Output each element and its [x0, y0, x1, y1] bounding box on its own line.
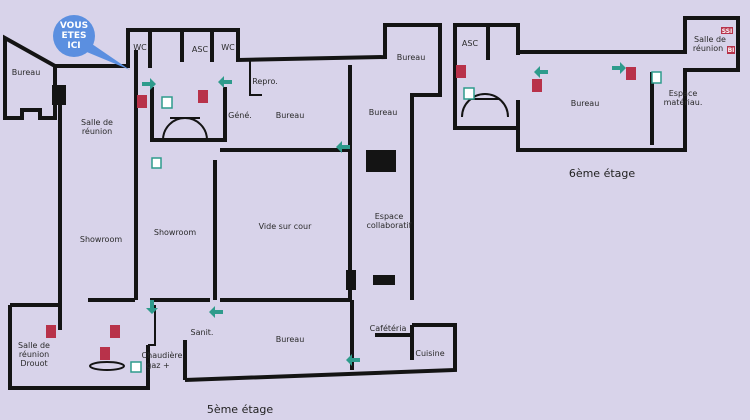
- exit-arrow-icon: [336, 141, 350, 153]
- room-label: WC: [221, 43, 235, 52]
- room-label: réunion: [693, 43, 723, 53]
- extinguisher-icon: [100, 347, 110, 360]
- floor5-labels: Bureau WC ASC WC Repro. Bureau Salle de …: [12, 43, 445, 416]
- room-label: Repro.: [252, 77, 278, 86]
- room-label: gaz +: [146, 361, 169, 370]
- exit-arrow-icon: [218, 76, 232, 88]
- exit-arrow-icon: [534, 66, 548, 78]
- room-label: Chaudière: [142, 350, 183, 360]
- room-label: Bureau: [397, 53, 426, 62]
- emergency-exit-icon: [130, 361, 142, 373]
- you-are-here-marker: VOUS ETES ICI: [53, 15, 130, 70]
- you-are-here-bubble: [53, 15, 95, 57]
- floor5-walls: [3, 23, 457, 390]
- ssi-badge: [721, 27, 733, 34]
- exit-arrow-icon: [146, 300, 158, 314]
- bi-badge: [727, 46, 735, 54]
- exit-arrow-icon: [142, 78, 156, 90]
- room-label: Bureau: [276, 335, 305, 344]
- room-label: Espace: [669, 89, 698, 98]
- room-label: réunion: [82, 126, 112, 136]
- exit-arrow-icon: [209, 306, 223, 318]
- floor6-walls: [453, 16, 740, 152]
- room-label: Showroom: [80, 235, 122, 244]
- extinguisher-icon: [198, 90, 208, 103]
- emergency-exit-icon: [651, 71, 662, 84]
- room-label: Géné.: [228, 110, 252, 120]
- you-are-here-pointer: [82, 44, 130, 70]
- room-label: Salle de: [18, 341, 50, 350]
- exit-arrow-icon: [346, 354, 360, 366]
- emergency-exit-icon: [151, 157, 162, 169]
- room-label: Showroom: [154, 228, 196, 237]
- room-label: Salle de: [81, 118, 113, 127]
- extinguisher-icon: [46, 325, 56, 338]
- room-label: ASC: [462, 39, 479, 48]
- extinguisher-icon: [456, 65, 466, 78]
- room-label: Vide sur cour: [259, 222, 312, 231]
- room-label: réunion: [19, 349, 49, 359]
- exit-arrow-icon: [612, 62, 626, 74]
- safety-signs: [46, 65, 662, 373]
- emergency-exit-icon: [161, 96, 173, 109]
- room-label: ASC: [192, 45, 209, 54]
- extinguisher-icon: [532, 79, 542, 92]
- floor6-labels: ASC Salle de réunion SSI BI Bureau Espac…: [462, 27, 735, 180]
- floor5-caption: 5ème étage: [207, 403, 274, 416]
- room-label: Cafétéria: [370, 323, 407, 333]
- room-label: Bureau: [369, 108, 398, 117]
- room-label: WC: [133, 43, 147, 52]
- bi-badge-text: BI: [728, 47, 735, 54]
- room-label: collaboratif: [367, 221, 412, 230]
- exit-arrows: [142, 62, 626, 366]
- room-label: Bureau: [571, 99, 600, 108]
- room-label: Bureau: [12, 68, 41, 77]
- emergency-exit-icon: [463, 87, 475, 100]
- you-are-here-text: ICI: [67, 41, 80, 51]
- floor6-caption: 6ème étage: [569, 167, 636, 180]
- you-are-here-text: ETES: [62, 31, 87, 41]
- room-label: Sanit.: [191, 328, 214, 337]
- room-label: Salle de: [694, 35, 726, 44]
- room-label: Bureau: [276, 111, 305, 120]
- room-label: Cuisine: [415, 349, 444, 358]
- extinguisher-icon: [137, 95, 147, 108]
- room-label: matériau.: [664, 97, 703, 107]
- room-label: Espace: [375, 212, 404, 221]
- room-label: Drouot: [20, 359, 47, 368]
- extinguisher-icon: [110, 325, 120, 338]
- you-are-here-text: VOUS: [60, 21, 88, 31]
- extinguisher-icon: [626, 67, 636, 80]
- ssi-badge-text: SSI: [722, 28, 733, 35]
